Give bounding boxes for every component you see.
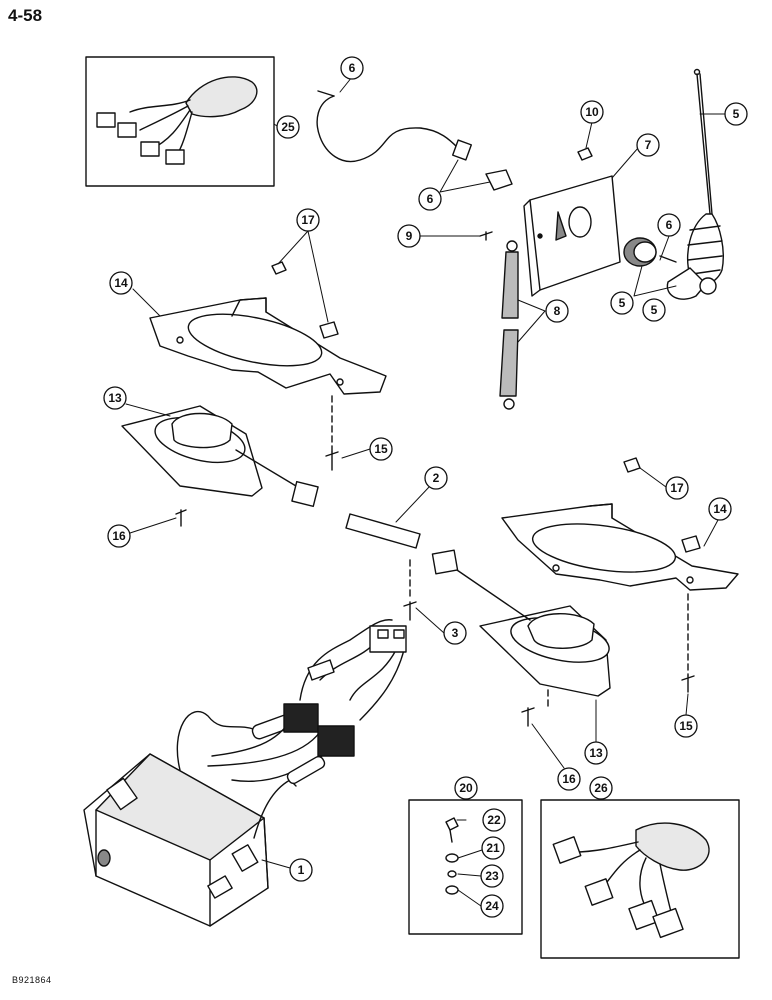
screw-16-upper bbox=[175, 509, 187, 527]
callout-label: 15 bbox=[679, 719, 693, 733]
callout-22: 22 bbox=[482, 808, 506, 832]
callout-label: 22 bbox=[487, 813, 501, 827]
callout-7: 7 bbox=[636, 133, 660, 157]
callout-6-top: 6 bbox=[340, 56, 364, 80]
leader-lines bbox=[125, 76, 726, 907]
speaker-bracket-14-right bbox=[501, 503, 739, 591]
nut-17-right bbox=[681, 535, 701, 553]
callout-label: 15 bbox=[374, 442, 388, 456]
radio-1 bbox=[83, 753, 269, 927]
callout-label: 13 bbox=[589, 746, 603, 760]
callout-label: 24 bbox=[485, 899, 499, 913]
callout-label: 6 bbox=[427, 192, 434, 206]
callout-5-mast: 5 bbox=[724, 102, 748, 126]
callout-17-left: 17 bbox=[296, 208, 320, 232]
harness-inset-26 bbox=[540, 799, 740, 959]
callout-label: 10 bbox=[585, 105, 599, 119]
page-number: 4-58 bbox=[8, 6, 43, 25]
callout-10: 10 bbox=[580, 100, 604, 124]
callout-label: 23 bbox=[485, 869, 499, 883]
antenna-mast-5 bbox=[666, 68, 724, 300]
speaker-13-left bbox=[121, 405, 319, 508]
screw-3 bbox=[403, 601, 417, 621]
callout-3: 3 bbox=[443, 621, 467, 645]
callout-14-left: 14 bbox=[109, 271, 133, 295]
callout-label: 17 bbox=[670, 481, 684, 495]
callout-9: 9 bbox=[397, 224, 421, 248]
callout-label: 16 bbox=[562, 772, 576, 786]
antenna-base-cap-5 bbox=[623, 237, 677, 267]
callout-13-right: 13 bbox=[584, 741, 608, 765]
callout-26: 26 bbox=[589, 776, 613, 800]
callout-20: 20 bbox=[454, 776, 478, 800]
callout-label: 2 bbox=[433, 471, 440, 485]
callout-15-upper: 15 bbox=[369, 437, 393, 461]
speaker-13-right bbox=[431, 549, 611, 697]
callout-6-mid: 6 bbox=[418, 187, 442, 211]
hardware-inset-20 bbox=[408, 799, 523, 935]
screw-9 bbox=[479, 231, 493, 241]
callout-24: 24 bbox=[480, 894, 504, 918]
callout-5-base: 5 bbox=[642, 298, 666, 322]
callout-label: 6 bbox=[666, 218, 673, 232]
callout-label: 26 bbox=[594, 781, 608, 795]
document-code: B921864 bbox=[12, 975, 52, 985]
speaker-bracket-14-left bbox=[149, 297, 387, 395]
callout-label: 16 bbox=[112, 529, 126, 543]
callout-17-right: 17 bbox=[665, 476, 689, 500]
screw-15-upper bbox=[325, 451, 339, 471]
nut-17-upper bbox=[319, 321, 339, 339]
callout-label: 13 bbox=[108, 391, 122, 405]
callout-label: 25 bbox=[281, 120, 295, 134]
callout-label: 21 bbox=[486, 841, 500, 855]
radio-wiring-harness bbox=[176, 619, 407, 839]
callout-15-lower: 15 bbox=[674, 714, 698, 738]
callout-label: 5 bbox=[619, 296, 626, 310]
callout-16-upper: 16 bbox=[107, 524, 131, 548]
callout-label: 6 bbox=[349, 61, 356, 75]
callout-label: 14 bbox=[713, 502, 727, 516]
nut-17-small bbox=[271, 261, 287, 275]
callout-label: 8 bbox=[554, 304, 561, 318]
callout-1: 1 bbox=[289, 858, 313, 882]
callout-label: 3 bbox=[452, 626, 459, 640]
callout-21: 21 bbox=[481, 836, 505, 860]
mounting-bar-2 bbox=[345, 513, 421, 549]
callout-14-right: 14 bbox=[708, 497, 732, 521]
callout-2: 2 bbox=[424, 466, 448, 490]
nut-10 bbox=[577, 147, 593, 161]
callout-6-right: 6 bbox=[657, 213, 681, 237]
callout-label: 17 bbox=[301, 213, 315, 227]
nut-17-right-small bbox=[623, 457, 641, 473]
callout-13-left: 13 bbox=[103, 386, 127, 410]
callout-label: 9 bbox=[406, 229, 413, 243]
callout-5-cap: 5 bbox=[610, 291, 634, 315]
callout-25: 25 bbox=[276, 115, 300, 139]
ground-strap-8 bbox=[499, 240, 519, 410]
callouts: 25 6 6 10 7 5 6 5 5 9 8 17 14 13 15 16 2… bbox=[103, 56, 748, 918]
callout-16-lower: 16 bbox=[557, 767, 581, 791]
callout-label: 1 bbox=[298, 863, 305, 877]
antenna-cable-6 bbox=[316, 90, 513, 191]
callout-label: 5 bbox=[733, 107, 740, 121]
callout-label: 20 bbox=[459, 781, 473, 795]
callout-8: 8 bbox=[545, 299, 569, 323]
screw-16-lower bbox=[521, 707, 535, 727]
callout-label: 14 bbox=[114, 276, 128, 290]
antenna-bracket-7 bbox=[523, 175, 621, 297]
callout-label: 7 bbox=[645, 138, 652, 152]
callout-label: 5 bbox=[651, 303, 658, 317]
screw-15-lower bbox=[681, 675, 695, 693]
callout-23: 23 bbox=[480, 864, 504, 888]
harness-inset-25 bbox=[85, 56, 275, 187]
